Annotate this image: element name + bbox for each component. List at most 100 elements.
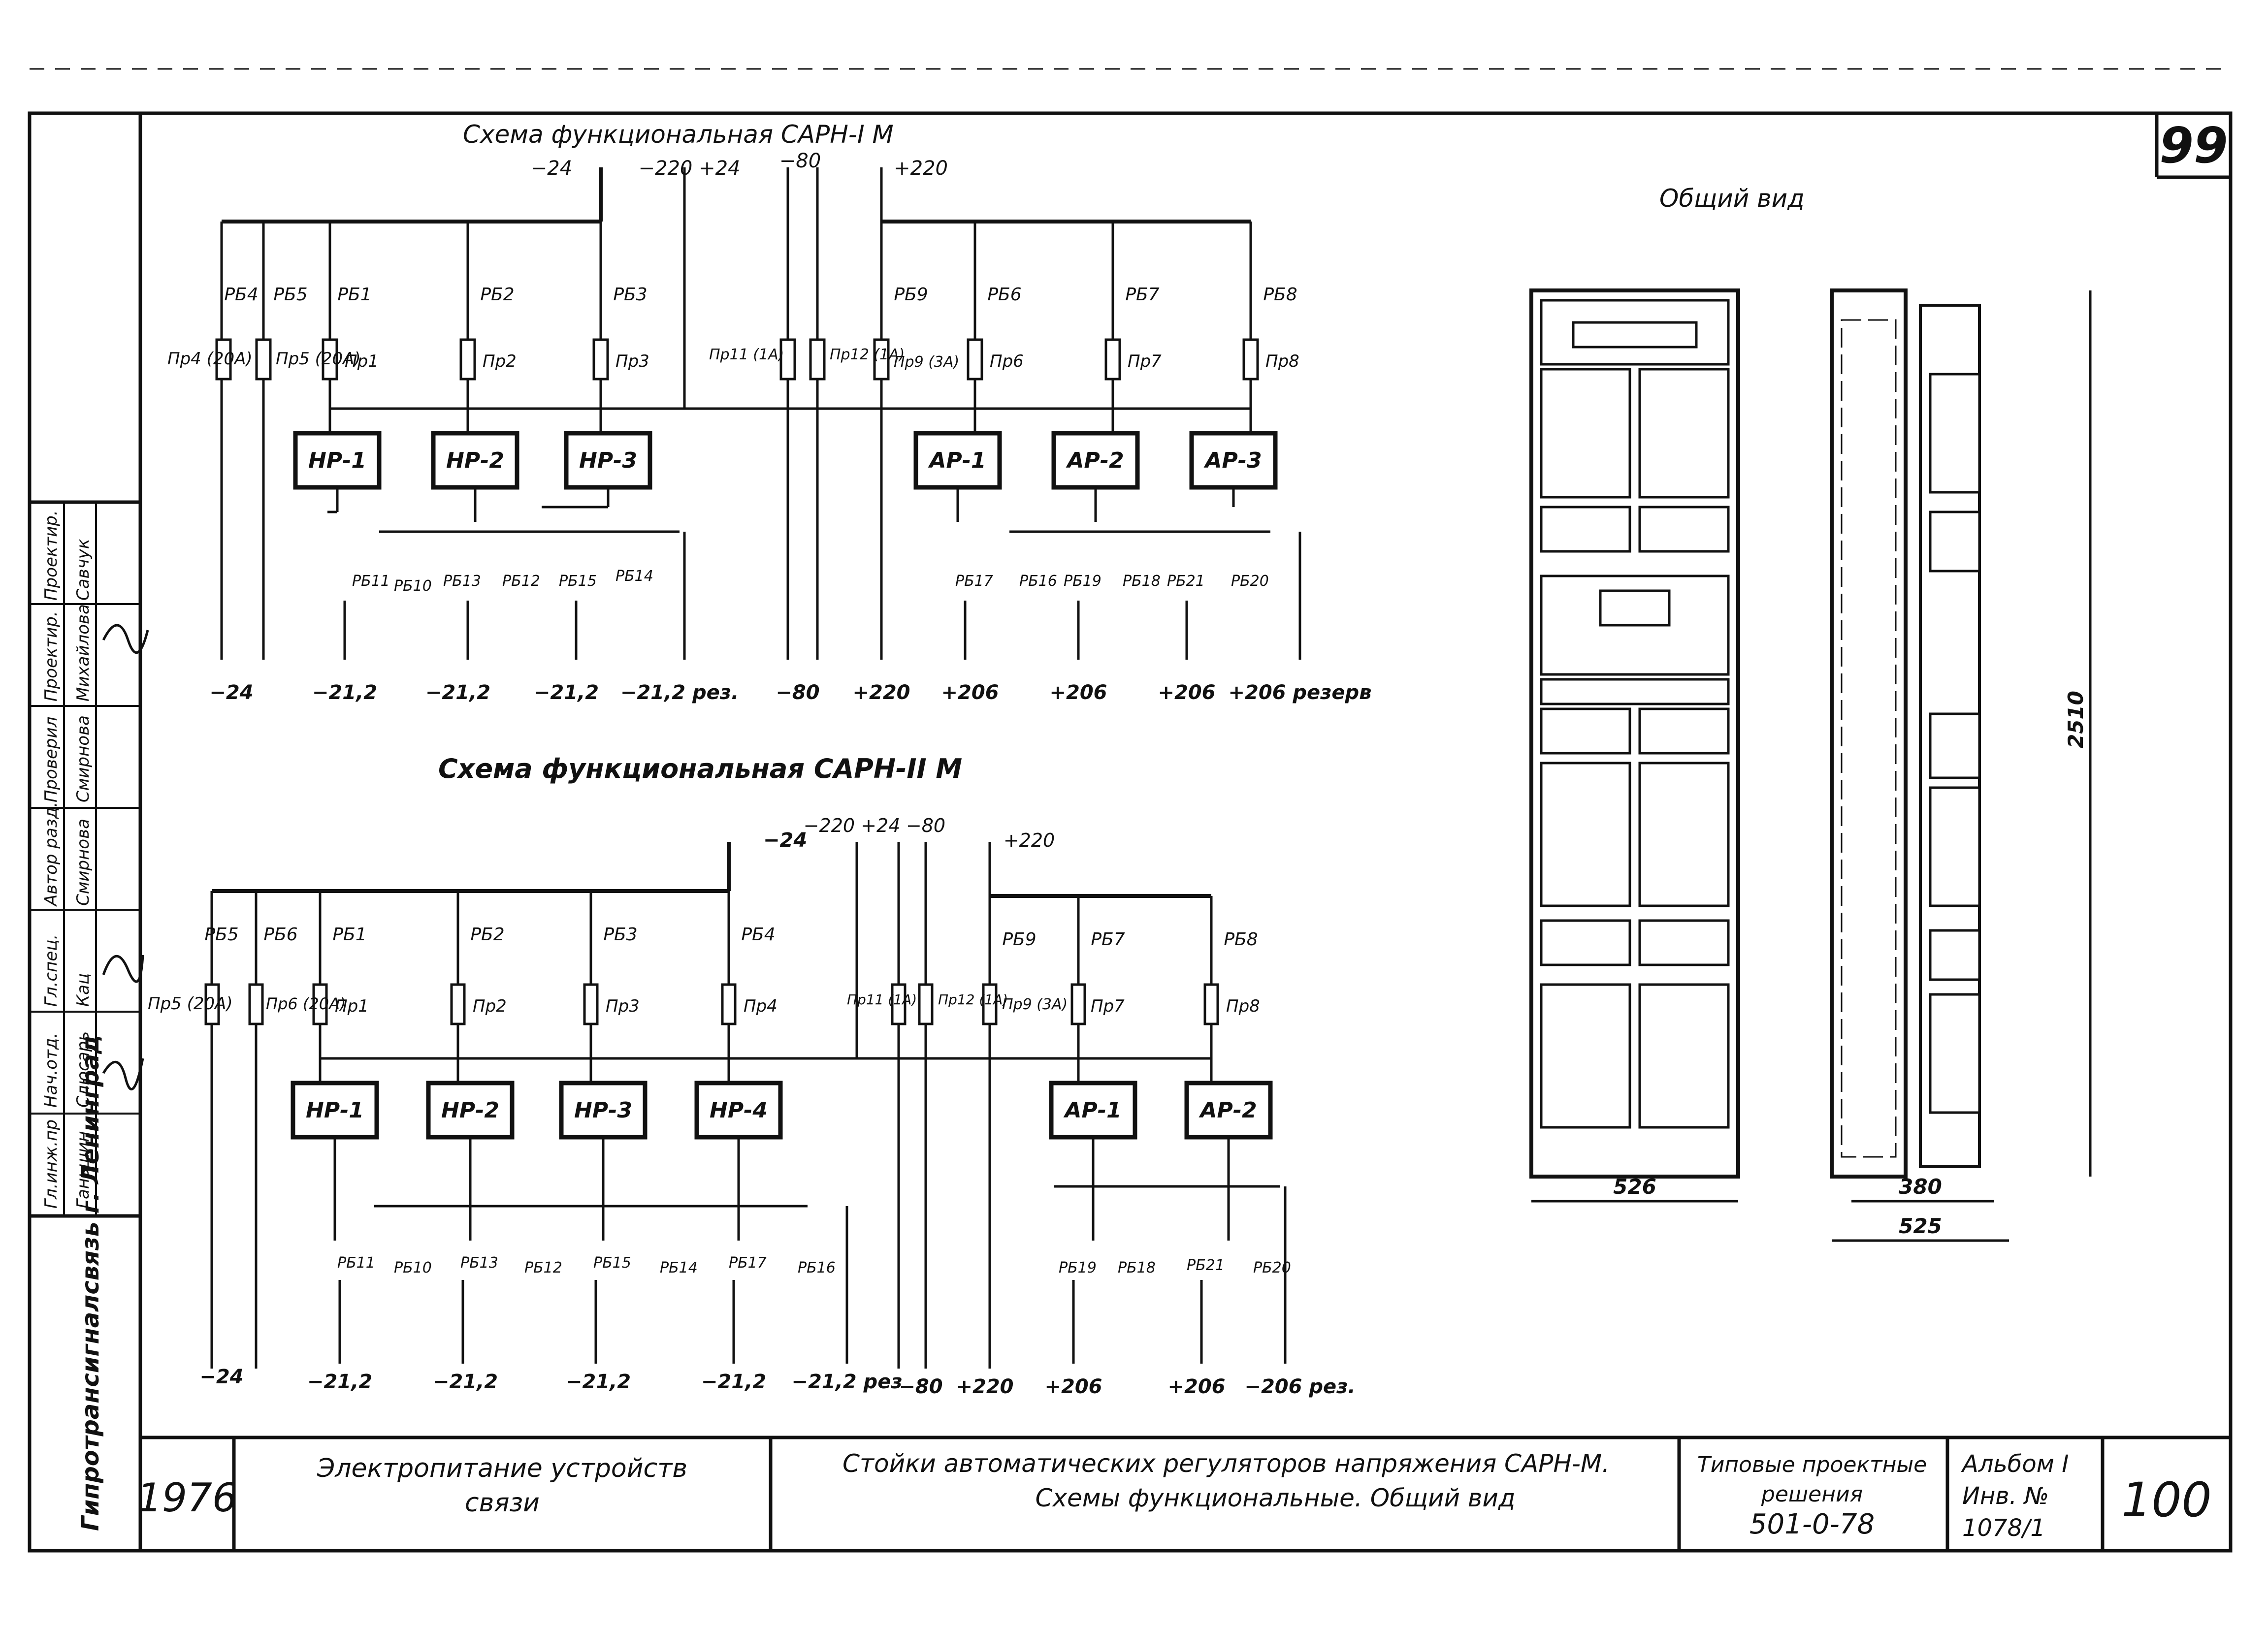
switch-label: РБ2 [480,285,514,305]
switch-label: РБ3 [603,925,637,945]
output-label: −80 [899,1375,942,1398]
regulator-box [431,431,519,490]
rack-unit [1929,929,1981,981]
output-label: +206 резерв [1228,681,1371,704]
regulator-label: НР-2 [441,1098,499,1123]
regulator-label: АР-1 [1063,1098,1121,1123]
output-label: −24 [199,1366,243,1388]
out-switch-label: РБ19 [1064,573,1102,590]
fuse-label: Пр4 [744,996,778,1016]
fuse-label: Пр2 [483,351,517,371]
regulator-box [291,1081,379,1140]
rack-unit [1540,678,1730,705]
switch-label: РБ8 [1224,929,1258,950]
output-label: −21,2 рез [791,1371,902,1393]
fuse [779,338,796,381]
rack-unit [1638,762,1730,907]
fuse [1104,338,1121,381]
stamp-name: Михайлова [73,604,93,702]
fuse [967,338,983,381]
bus-label: −24 [531,157,572,180]
fuse [721,983,737,1025]
rack-unit [1638,506,1730,553]
sheet-frame [28,68,2233,1553]
regulator-box [1184,1081,1273,1140]
regulator-label: АР-3 [1203,448,1262,473]
output-label: −21,2 [566,1371,631,1393]
fuse-label: Пр3 [616,351,649,371]
switch-label: РБ5 [273,285,307,305]
rack-unit [1540,762,1631,907]
signature-mark [102,1058,144,1090]
regulator-label: АР-2 [1066,448,1124,473]
tb-description-2: Схемы функциональные. Общий вид [1036,1484,1516,1512]
output-label: −21,2 [307,1371,372,1393]
tb-series-1: Типовые проектные [1697,1452,1927,1477]
output-label: +206 [1044,1375,1102,1398]
switch-label: РБ7 [1091,929,1125,950]
fuse-label: Пр3 [606,996,640,1016]
fuse [592,338,609,381]
out-switch-label: РБ18 [1123,573,1161,590]
vent-slots [1841,319,1897,1158]
output-label: −80 [776,681,819,704]
stamp-role: Гл.инж.пр [41,1119,61,1209]
rack-unit [1929,373,1981,494]
bottom-diagram: Схема функциональная САРН-II М −24 −220 … [148,753,1356,1398]
regulator-label: НР-3 [579,448,637,473]
output-label: −206 рез. [1244,1375,1355,1398]
regulator-label: НР-4 [710,1098,768,1123]
fuse-label: Пр11 (1А) [847,991,917,1008]
regulator-label: НР-2 [446,448,504,473]
switch-label: РБ6 [263,925,297,945]
fuse [312,983,328,1025]
out-switch-label: РБ20 [1231,573,1269,590]
stamp-name: Савчук [73,539,93,601]
signature-mark [102,955,144,983]
fuse [891,983,907,1025]
stamp-name: Слюсарь [73,1031,93,1108]
stamp-role: Гл.спец. [41,934,61,1007]
rack-unit [1540,983,1631,1129]
fuse [1242,338,1259,381]
tb-year: 1976 [137,1475,237,1521]
switch-label: РБ8 [1263,285,1297,305]
regulator-label: АР-2 [1199,1098,1257,1123]
rack-side [1830,288,1908,1179]
regulator-label: НР-3 [574,1098,632,1123]
out-switch-label: РБ16 [1019,573,1057,590]
out-switch-label: РБ15 [593,1254,631,1272]
fuse [1070,983,1086,1025]
switch-label: РБ1 [332,925,366,945]
regulator-label: НР-1 [306,1098,364,1123]
out-switch-label: РБ10 [394,1259,432,1277]
out-switch-label: РБ15 [559,573,597,590]
stamp-role: Проверил [41,717,61,802]
tb-inv-number: 1078/1 [1962,1514,2045,1542]
tb-description-1: Стойки автоматических регуляторов напряж… [842,1449,1610,1478]
fuse-label: Пр6 [990,351,1024,371]
fuse-label: Пр5 (20А) [148,994,233,1014]
out-switch-label: РБ13 [460,1254,498,1272]
tb-album: Альбом I [1961,1450,2069,1478]
output-label: +206 [1158,681,1215,704]
out-switch-label: РБ12 [502,573,540,590]
signature-mark [102,624,149,654]
dim-side-depth: 380 [1899,1175,1942,1199]
out-switch-label: РБ17 [729,1254,767,1272]
fuse [215,338,232,381]
fuse [255,338,272,381]
switch-label: РБ4 [224,285,258,305]
tb-subject-2: связи [465,1488,540,1518]
rack-unit [1638,707,1730,755]
tb-series-2: решения [1761,1482,1863,1507]
fuse [982,983,998,1025]
fuse [809,338,826,381]
out-switch-label: РБ21 [1187,1257,1225,1274]
rack-unit [1638,983,1730,1129]
fuse-label: Пр5 (20А) [276,349,361,369]
fuse [204,983,220,1025]
bus-label: −24 [763,829,807,852]
fuse-label: Пр7 [1128,351,1162,371]
bus-label: +220 [894,157,948,180]
